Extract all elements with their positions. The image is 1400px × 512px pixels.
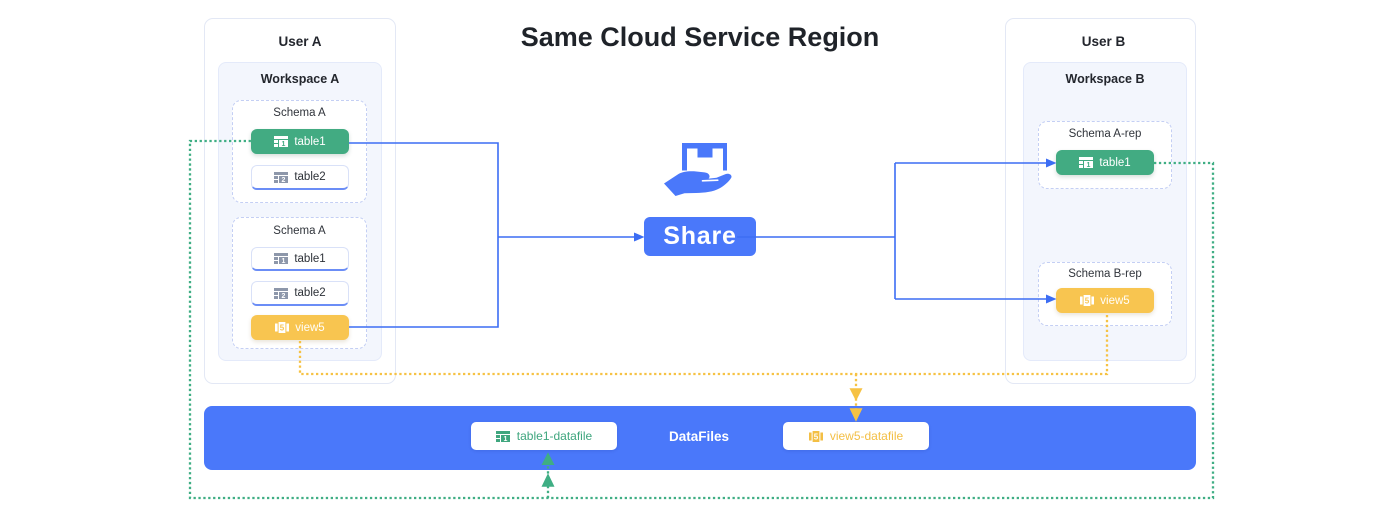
view-icon: 5 [1080, 295, 1094, 306]
table-icon: 1 [1079, 157, 1093, 169]
datafile-label: table1-datafile [516, 429, 593, 443]
workspace-a-label: Workspace A [260, 72, 340, 86]
diagram-title: Same Cloud Service Region [520, 22, 880, 52]
table-icon: 1 [496, 431, 510, 443]
object-node-table1: 1 table1 [251, 247, 349, 271]
object-node-table2: 2 table2 [251, 165, 349, 190]
user-b-label: User B [1081, 34, 1126, 49]
thumb-gap-line [701, 179, 719, 182]
schema-a-first: Schema A 1 table1 2 table2 [232, 100, 367, 203]
share-label-box: Share [644, 217, 756, 256]
user-a-panel: User A Workspace A Schema A 1 table1 2 t… [204, 18, 396, 384]
connector-view5-datafile-loop [298, 313, 1109, 376]
view-icon-digit: 5 [814, 432, 819, 441]
datafile-table1: 1 table1-datafile [471, 422, 617, 450]
table-icon: 1 [274, 253, 288, 265]
datafiles-storage-band: DataFiles 1 table1-datafile 5 view5-data… [204, 406, 1196, 470]
object-node-table1: 1 table1 [1056, 150, 1154, 175]
datafile-label: view5-datafile [829, 429, 904, 443]
workspace-a: Workspace A Schema A 1 table1 2 table2 S… [218, 62, 382, 361]
schema-label: Schema A [273, 225, 326, 237]
datafiles-label: DataFiles [668, 429, 730, 444]
object-label: view5 [1100, 294, 1130, 307]
arrowhead-into-share [634, 232, 645, 242]
object-label: table2 [294, 171, 326, 183]
object-node-table1: 1 table1 [251, 129, 349, 154]
table-icon-digit: 1 [503, 436, 507, 443]
table-icon-digit: 2 [282, 293, 286, 300]
user-a-label: User A [278, 34, 322, 49]
table-icon: 1 [274, 136, 288, 148]
object-label: table1 [1099, 156, 1131, 169]
schema-label: Schema A [273, 107, 326, 119]
schema-a-rep: Schema A-rep 1 table1 [1038, 121, 1172, 189]
table-icon-digit: 1 [282, 258, 286, 265]
datafile-view5: 5 view5-datafile [783, 422, 929, 450]
schema-label: Schema A-rep [1068, 128, 1142, 140]
object-node-view5: 5 view5 [1056, 288, 1154, 313]
workspace-b-label: Workspace B [1065, 72, 1145, 86]
object-label: table2 [294, 287, 326, 299]
arrowhead-table1-datafile-lower [541, 473, 555, 487]
view-icon: 5 [809, 431, 823, 442]
view-icon: 5 [275, 322, 289, 333]
view-icon-digit: 5 [280, 324, 285, 333]
view-icon-digit: 5 [1085, 297, 1090, 306]
table-icon: 2 [274, 288, 288, 300]
schema-a-second: Schema A 1 table1 2 table2 5 view5 [232, 217, 367, 349]
table-icon-digit: 1 [1087, 162, 1091, 169]
object-node-table2: 2 table2 [251, 281, 349, 306]
arrowhead-view5-datafile-upper [849, 388, 863, 401]
table-icon-digit: 2 [282, 177, 286, 184]
schema-label: Schema B-rep [1068, 268, 1142, 280]
object-label: table1 [294, 252, 326, 265]
workspace-b: Workspace B Schema A-rep 1 table1 Schema… [1023, 62, 1187, 361]
user-b-panel: User B Workspace B Schema A-rep 1 table1… [1005, 18, 1196, 384]
schema-b-rep: Schema B-rep 5 view5 [1038, 262, 1172, 326]
object-label: view5 [295, 321, 325, 334]
object-node-view5: 5 view5 [251, 315, 349, 340]
package-box-shape [682, 143, 727, 171]
hand-shape [664, 171, 732, 196]
table-icon-digit: 1 [282, 141, 286, 148]
hand-holding-box-icon [664, 143, 732, 196]
table-icon: 2 [274, 172, 288, 184]
object-label: table1 [294, 135, 326, 148]
